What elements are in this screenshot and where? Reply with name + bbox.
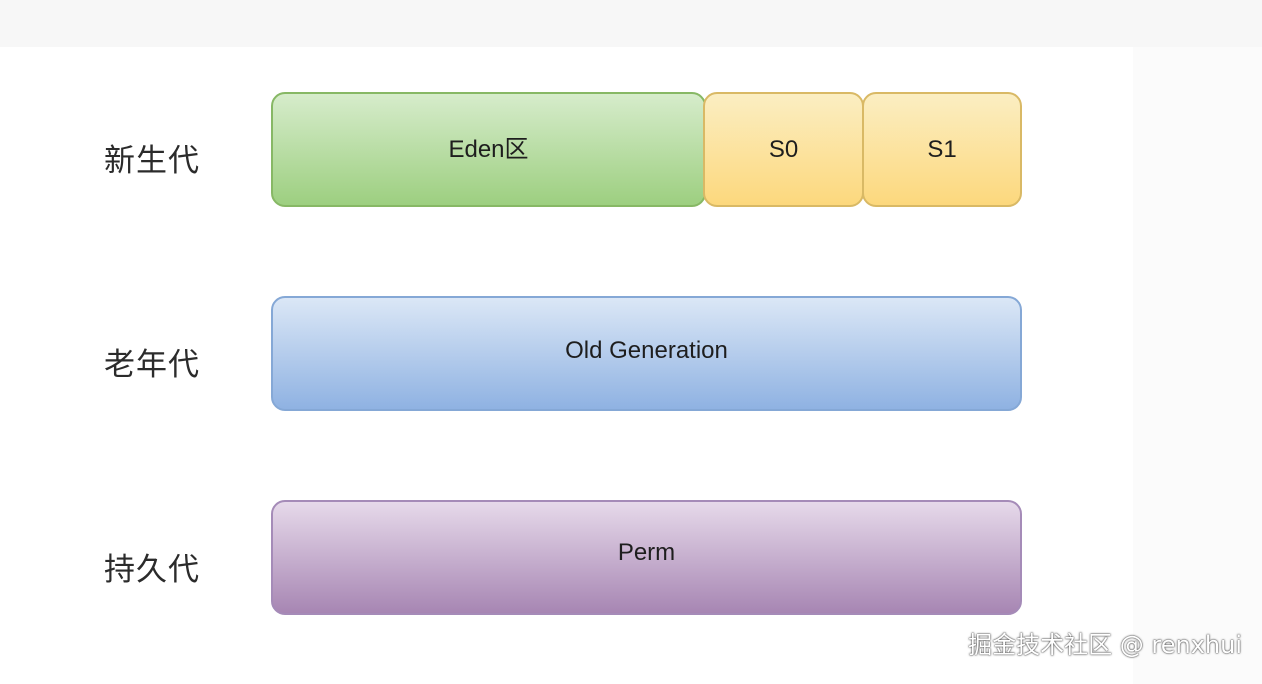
survivor-s0-label: S0 (768, 135, 799, 163)
right-background-strip (1133, 47, 1262, 684)
permanent-generation-label: 持久代 (104, 552, 200, 588)
survivor-s0-box: S0 (703, 92, 864, 207)
eden-space-box: Eden区 (271, 92, 706, 207)
watermark: 掘金技术社区 @ renxhui (968, 631, 1242, 659)
old-generation-label: 老年代 (104, 347, 200, 383)
young-generation-label: 新生代 (104, 143, 200, 179)
eden-space-label: Eden区 (448, 136, 529, 163)
perm-box-label: Perm (617, 538, 676, 566)
old-generation-box: Old Generation (271, 296, 1022, 411)
survivor-s1-box: S1 (862, 92, 1022, 207)
old-generation-box-label: Old Generation (565, 336, 728, 364)
survivor-s1-label: S1 (927, 135, 957, 163)
perm-box: Perm (271, 500, 1022, 615)
top-background-strip (0, 0, 1262, 47)
